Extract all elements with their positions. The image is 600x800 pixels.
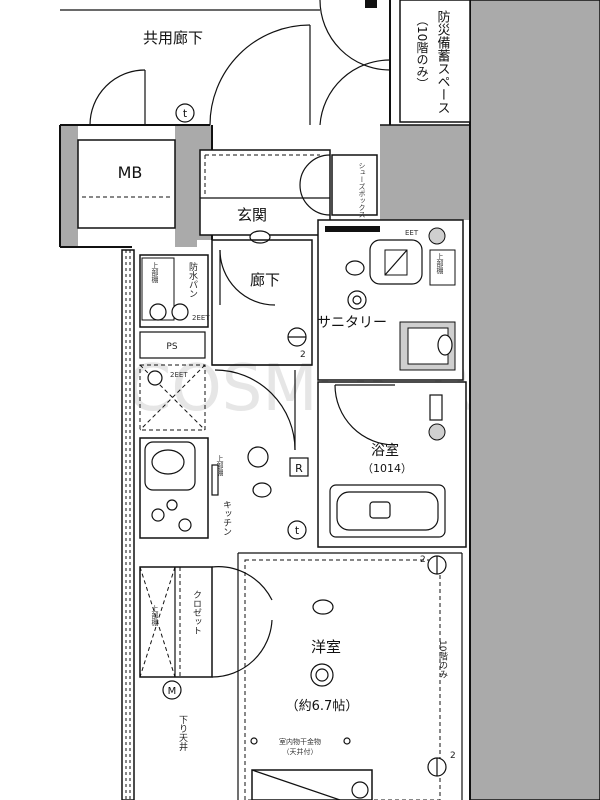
kitchen-label: キッチン [221, 500, 232, 536]
mb-label: MB [118, 163, 143, 182]
shoe-box-label: シューズボックス [358, 162, 366, 218]
upper-shelf-b-label: 上部棚 [436, 252, 444, 275]
waterproof-pan-label: 防水パン [187, 261, 198, 298]
door-arc-entrance-right [319, 59, 391, 126]
ceiling-light-kitchen [247, 446, 269, 468]
svg-text:下り天井: 下り天井 [177, 715, 188, 752]
t-symbol-top [175, 103, 195, 123]
kitchen-upper-label: 上部棚 [216, 454, 224, 477]
r-symbol-box [289, 457, 309, 477]
room-size-label: （約6.7帖） [286, 699, 359, 714]
indoor-drying-note: （天井付） [283, 747, 318, 756]
western-room-area [244, 559, 441, 800]
disaster-storage-note: （10階のみ） [415, 14, 429, 89]
lowered-ceiling-label: 下り天井 [177, 715, 188, 752]
svg-text:M: M [168, 686, 177, 697]
ps-label: PS [166, 342, 177, 352]
svg-text:上部棚: 上部棚 [436, 252, 444, 275]
t-symbol-kitchen [287, 520, 307, 540]
svg-text:2: 2 [300, 350, 306, 360]
svg-text:2EET: 2EET [170, 371, 188, 379]
hallway-label: 廊下 [250, 271, 280, 289]
svg-text:シューズボックス: シューズボックス [358, 162, 366, 218]
upper-shelf-a-label: 上部棚 [151, 261, 159, 284]
indoor-drying-label: 室内物干金物 [279, 737, 321, 746]
mb-box [77, 139, 176, 229]
left-wall-hatched [121, 249, 135, 800]
svg-text:防水パン: 防水パン [187, 261, 198, 298]
svg-text:（10階のみ）: （10階のみ） [415, 14, 429, 89]
svg-text:2: 2 [450, 751, 456, 761]
svg-text:2EET: 2EET [192, 314, 210, 322]
exterior-wall-right [470, 0, 600, 800]
svg-text:10階のみ: 10階のみ [437, 640, 448, 678]
wall-block-entrance-right [380, 125, 470, 220]
ps-box [139, 331, 206, 359]
svg-text:上部棚: 上部棚 [151, 604, 159, 627]
storage-dashed-box [139, 364, 206, 431]
svg-text:t: t [295, 524, 300, 537]
svg-text:キッチン: キッチン [221, 500, 232, 536]
m-symbol [162, 680, 182, 700]
bathroom-size: （1014） [362, 462, 412, 475]
ceiling-light-entrance [249, 230, 271, 244]
svg-text:クロゼット: クロゼット [191, 590, 202, 635]
common-corridor-label: 共用廊下 [143, 29, 203, 47]
svg-text:上部棚: 上部棚 [151, 261, 159, 284]
shoe-box [331, 154, 378, 216]
closet-label: クロゼット [191, 590, 202, 635]
svg-text:R: R [295, 462, 303, 475]
disaster-storage-box [399, 0, 471, 123]
floor10-only-label: 10階のみ [437, 640, 448, 678]
entrance-label: 玄関 [237, 206, 267, 224]
western-room-label: 洋室 [311, 638, 341, 656]
door-arc-entrance-left [209, 24, 311, 126]
closet-upper-label: 上部棚 [151, 604, 159, 627]
disaster-storage-label: 防災備蓄スペース [435, 9, 451, 114]
door-arc-mb-left [89, 69, 146, 126]
svg-text:t: t [183, 107, 188, 120]
svg-text:2: 2 [420, 555, 426, 565]
sanitary-label: サニタリー [317, 315, 387, 331]
bathroom-label: 浴室 [371, 442, 399, 459]
svg-text:防災備蓄スペース: 防災備蓄スペース [435, 9, 451, 114]
svg-text:上部棚: 上部棚 [216, 454, 224, 477]
wall-mb-left [60, 125, 78, 247]
svg-text:EET: EET [405, 229, 419, 237]
closet-area [139, 566, 213, 678]
